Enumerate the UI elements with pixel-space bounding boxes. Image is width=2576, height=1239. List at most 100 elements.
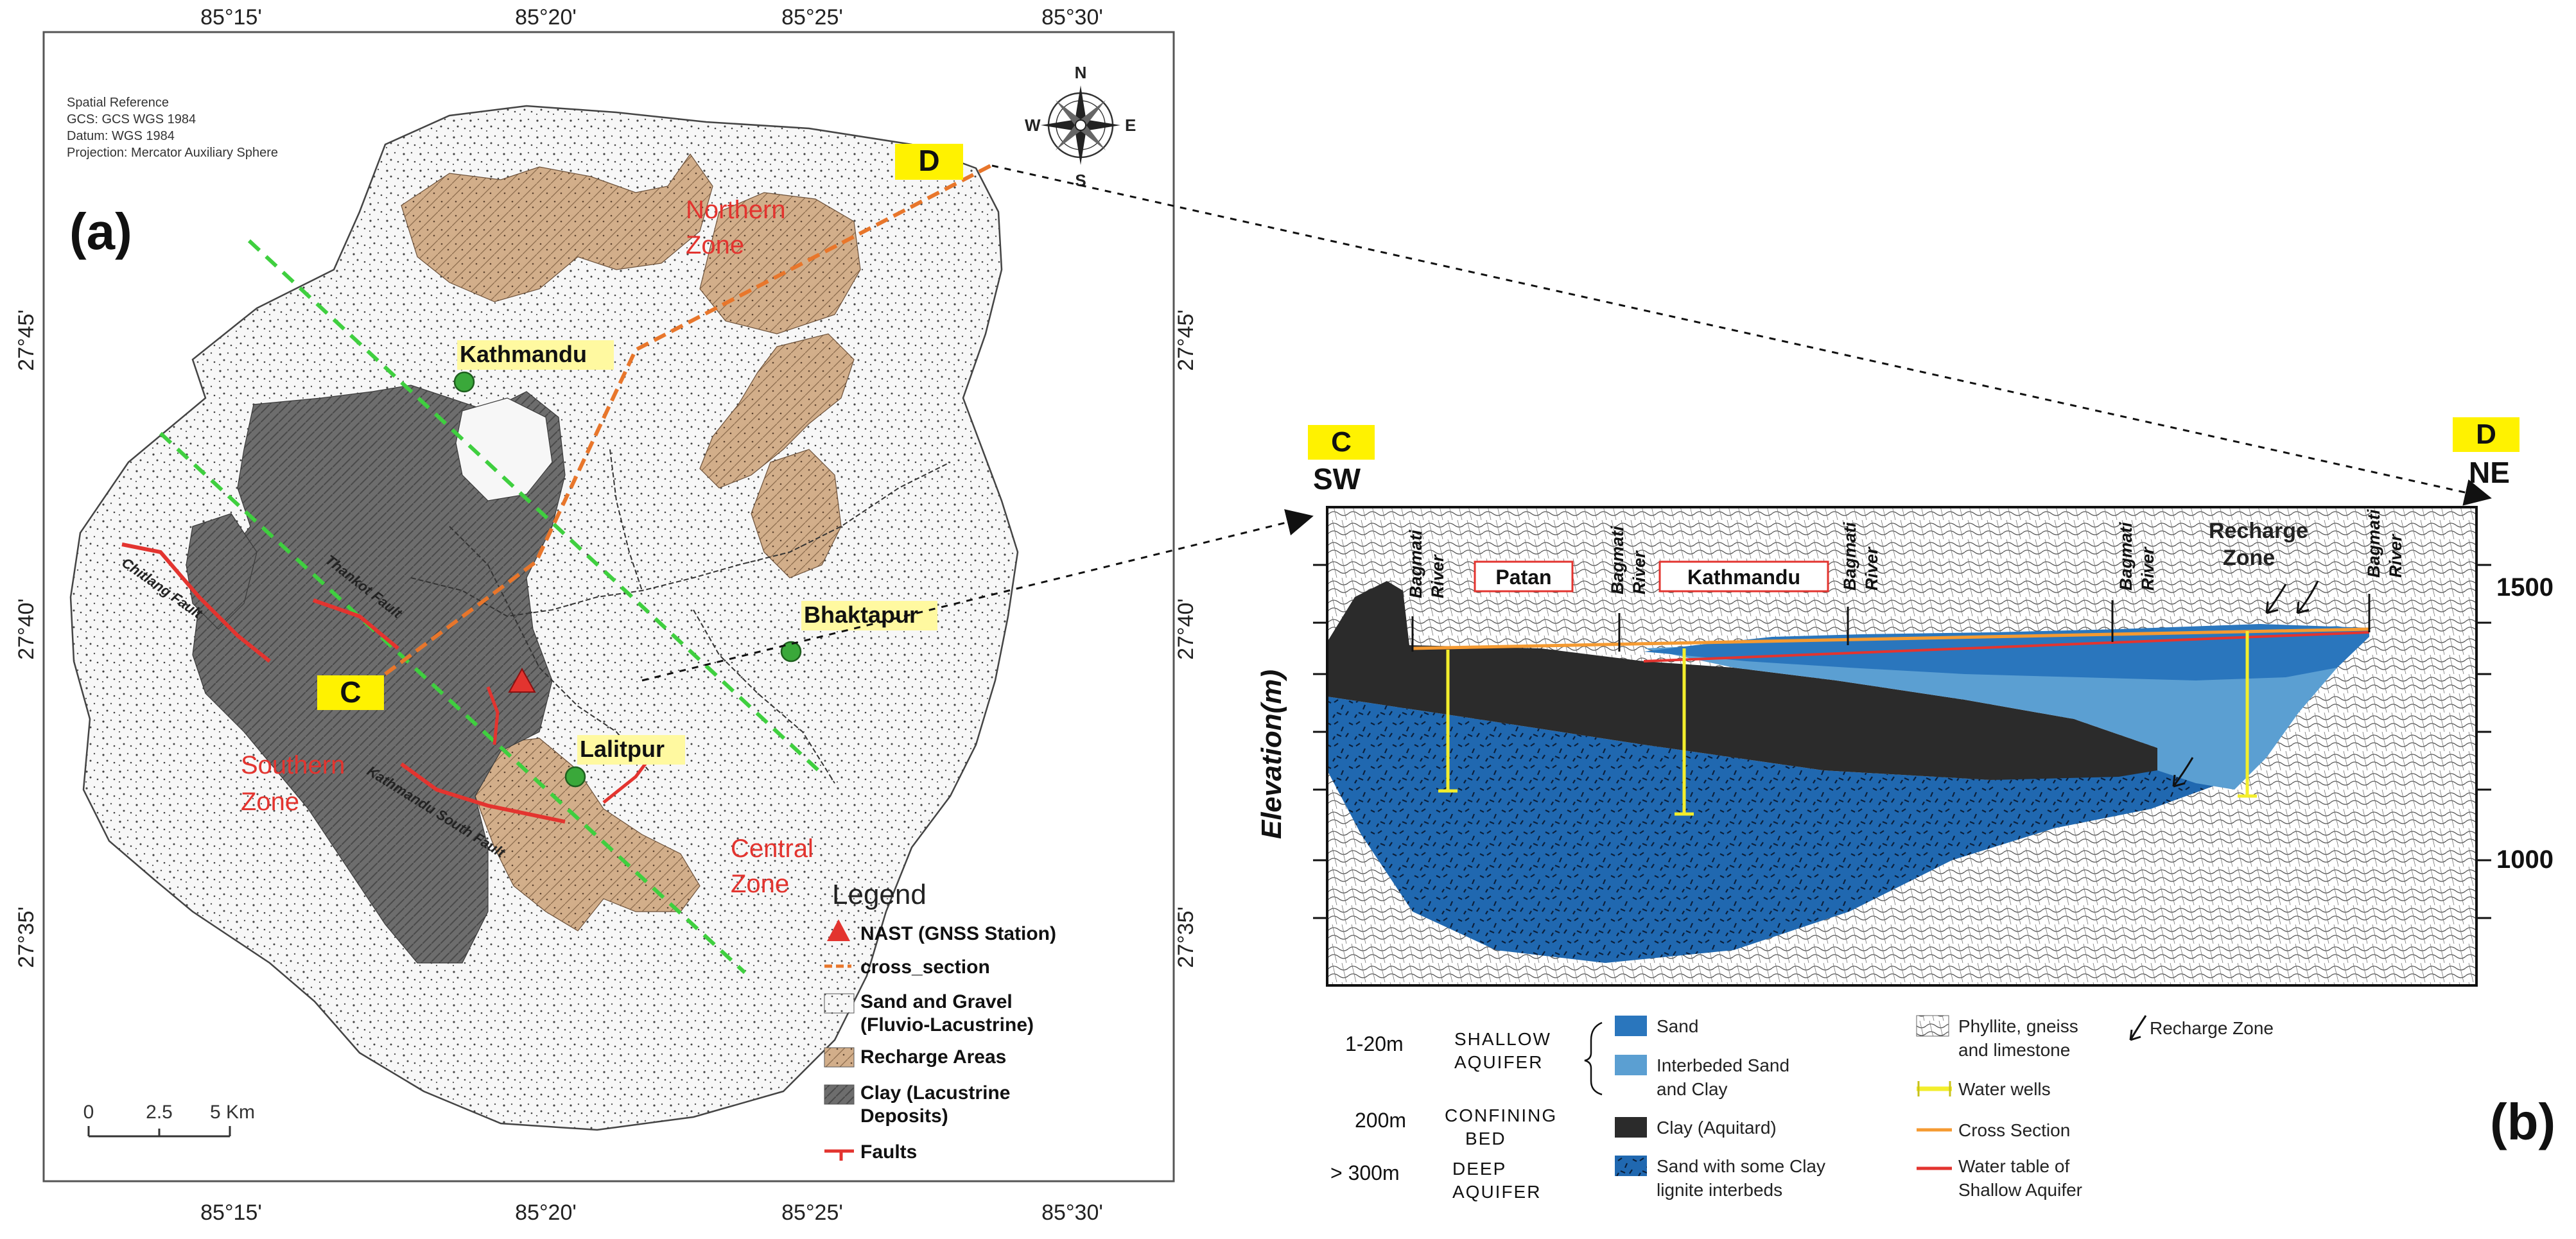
scale-label-0: 0 — [83, 1102, 94, 1123]
legend-interbedded-2: and Clay — [1657, 1079, 1728, 1099]
layer-deep-2: AQUIFER — [1452, 1182, 1541, 1202]
recharge-area-north — [401, 153, 713, 302]
green-dashed-line-lower — [159, 431, 747, 975]
recharge-area-northeast — [699, 192, 861, 334]
point-d-label: D — [918, 144, 939, 177]
southern-zone-label-2: Zone — [241, 788, 299, 816]
kathmandu-south-fault-line — [400, 762, 566, 824]
legend-cross-section-b: Cross Section — [1958, 1120, 2070, 1140]
bottom-coord-3: 85°25' — [781, 1200, 843, 1225]
legend-phyllite-1: Phyllite, gneiss — [1958, 1016, 2078, 1036]
kathmandu-label-bg — [457, 340, 614, 370]
river-label-2b: River — [1630, 550, 1649, 594]
legend-recharge-zone-icon — [2129, 1015, 2147, 1041]
compass-w: W — [1025, 116, 1041, 135]
water-well-1 — [1438, 650, 1458, 793]
profile-cross-section-line — [1412, 627, 2370, 650]
legend-clay-aquitard-swatch — [1615, 1117, 1647, 1138]
legend-cross-section-text: cross_section — [860, 957, 990, 978]
legend-deep-sand-1: Sand with some Clay — [1657, 1156, 1825, 1176]
legend-clay-aquitard: Clay (Aquitard) — [1657, 1118, 1777, 1138]
water-well-3 — [2238, 631, 2257, 798]
depth-shallow: 1-20m — [1345, 1032, 1404, 1055]
legend-water-table-2: Shallow Aquifer — [1958, 1180, 2082, 1200]
cross-section-line — [384, 164, 992, 676]
profile-shallow-sand — [1644, 624, 2369, 680]
river-label-4a: Bagmati — [2116, 522, 2136, 591]
spatial-reference-line-1: Spatial Reference — [67, 96, 169, 110]
legend-water-well-icon — [1917, 1081, 1952, 1096]
southern-zone-label-1: Southern — [241, 751, 345, 779]
layer-shallow-2: AQUIFER — [1454, 1052, 1543, 1072]
nast-gnss-station-marker — [508, 667, 536, 693]
bottom-coord-1: 85°15' — [200, 1200, 262, 1225]
legend-recharge-swatch — [824, 1047, 855, 1068]
legend-recharge-zone-b: Recharge Zone — [2150, 1018, 2274, 1038]
legend-clay-swatch — [824, 1084, 855, 1105]
right-coord-1: 27°45' — [1174, 309, 1198, 371]
bottom-coord-2: 85°20' — [515, 1200, 577, 1225]
river-label-2a: Bagmati — [1608, 526, 1627, 594]
northern-zone-label-1: Northern — [686, 196, 786, 224]
legend-water-table-1: Water table of — [1958, 1156, 2069, 1176]
legend-fault-text: Faults — [860, 1141, 917, 1163]
scale-label-2-5: 2.5 — [146, 1102, 173, 1123]
kathmandu-label: Kathmandu — [460, 341, 587, 367]
layer-confining-1: CONFINING — [1445, 1105, 1557, 1125]
recharge-zone-label-1: Recharge — [2209, 519, 2308, 543]
top-coord-2: 85°20' — [515, 5, 577, 30]
kathmandu-marker — [453, 371, 475, 393]
patan-box — [1474, 560, 1574, 593]
scale-label-5: 5 Km — [210, 1102, 255, 1123]
profile-sw-label: SW — [1313, 462, 1361, 496]
compass-rose-icon — [1041, 85, 1120, 165]
thankot-fault-line — [313, 598, 399, 650]
panel-b: C D SW NE Elevation(m) — [1256, 417, 2555, 1202]
recharge-arrow-1-icon — [2265, 584, 2287, 614]
point-c-label: C — [340, 675, 361, 709]
legend-sand-text-2: (Fluvio-Lacustrine) — [860, 1014, 1034, 1035]
elevation-label-1000: 1000 — [2496, 845, 2554, 874]
lalitpur-label: Lalitpur — [580, 736, 665, 762]
compass-e: E — [1125, 116, 1136, 135]
arrow-d-to-profile — [991, 164, 2492, 506]
layer-deep-1: DEEP — [1452, 1159, 1506, 1179]
water-well-2 — [1675, 648, 1694, 816]
depth-deep: > 300m — [1330, 1161, 1400, 1184]
legend-station-text: NAST (GNSS Station) — [860, 923, 1056, 944]
elevation-label-1500: 1500 — [2496, 573, 2554, 602]
left-coord-2: 27°40' — [14, 598, 39, 660]
river-label-1b: River — [1428, 554, 1447, 598]
legend-sand-b: Sand — [1657, 1016, 1698, 1036]
northern-zone-label-2: Zone — [686, 231, 744, 259]
legend-clay-text-1: Clay (Lacustrine — [860, 1082, 1010, 1104]
legend-title: Legend — [832, 879, 927, 910]
legend-deep-sand-swatch — [1615, 1156, 1647, 1176]
legend-interbedded-swatch — [1615, 1055, 1647, 1075]
green-dashed-line-upper — [247, 239, 824, 775]
profile-y-axis-label: Elevation(m) — [1256, 670, 1287, 839]
patan-label: Patan — [1495, 566, 1551, 589]
river-label-5a: Bagmati — [2364, 509, 2383, 578]
profile-ne-terrain — [2369, 514, 2476, 985]
scale-bar — [87, 1126, 231, 1138]
legend-phyllite-2: and limestone — [1958, 1040, 2070, 1060]
top-coord-4: 85°30' — [1041, 5, 1103, 30]
point-d-label-bg — [895, 144, 963, 180]
depth-confining: 200m — [1355, 1109, 1406, 1132]
spatial-reference-line-2: GCS: GCS WGS 1984 — [67, 112, 196, 126]
legend-recharge-text: Recharge Areas — [860, 1046, 1006, 1068]
profile-d-label-bg — [2453, 417, 2519, 452]
legend-deep-sand-2: lignite interbeds — [1657, 1180, 1782, 1200]
profile-kathmandu-label: Kathmandu — [1687, 566, 1800, 589]
central-zone-label-2: Zone — [731, 870, 789, 898]
legend-phyllite-swatch — [1916, 1015, 1949, 1037]
panel-a-caption: (a) — [69, 203, 132, 260]
minor-fault-line — [486, 686, 500, 745]
recharge-area-south — [474, 738, 701, 931]
profile-ne-label: NE — [2469, 456, 2510, 489]
profile-frame — [1326, 506, 2478, 987]
river-label-3a: Bagmati — [1840, 522, 1859, 591]
